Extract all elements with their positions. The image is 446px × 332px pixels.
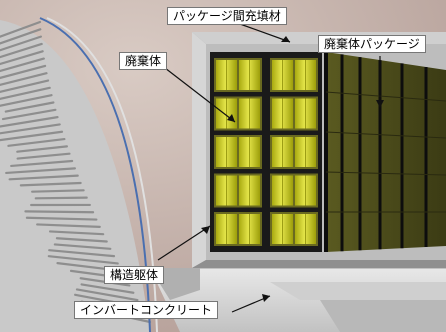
waste-package-front [210,52,322,252]
label-waste-package: 廃棄体パッケージ [318,35,426,53]
tunnel-rock-bolts [0,17,158,332]
invert-concrete [150,267,446,332]
leader-arrowheads [201,36,384,302]
label-invert-concrete: インバートコンクリート [74,301,219,319]
label-waste-form: 廃棄体 [119,52,168,70]
label-structural-frame: 構造躯体 [104,266,165,284]
waste-package-row [324,52,446,252]
label-package-backfill: パッケージ間充填材 [167,7,287,25]
